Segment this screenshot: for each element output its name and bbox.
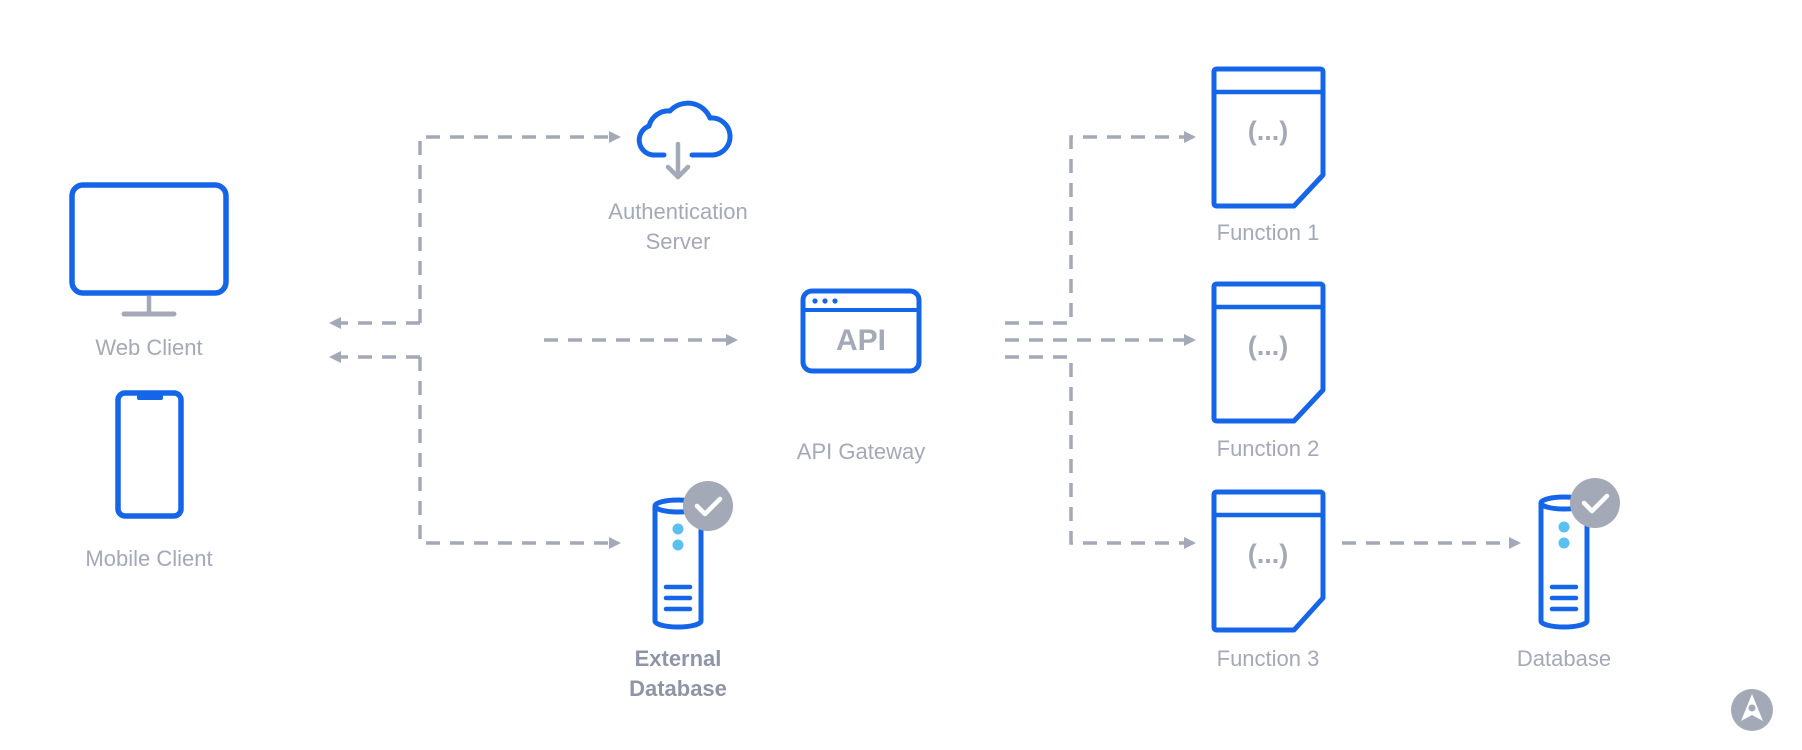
function-1-icon-text: (...) [1248, 116, 1289, 146]
web-client-label: Web Client [95, 335, 203, 360]
browser-window-icon: API [800, 288, 922, 374]
auth-server-label-line-2: Server [645, 229, 711, 254]
function-1-label: Function 1 [1216, 220, 1320, 245]
function-3-icon: (...) [1211, 489, 1326, 633]
mobile-client-label: Mobile Client [85, 546, 213, 571]
function-3-label: Function 3 [1216, 646, 1320, 671]
api-icon-text: API [836, 324, 886, 357]
connector-to-function-3 [1005, 355, 1196, 549]
auth-server-label-line-1: Authentication [608, 199, 748, 224]
api-gateway-label: API Gateway [796, 439, 926, 464]
function-2-icon: (...) [1211, 281, 1326, 424]
connector-to-external-database [418, 357, 621, 549]
check-badge-icon [1570, 478, 1620, 528]
function-3-icon-text: (...) [1248, 539, 1289, 569]
cloud-download-icon [636, 100, 733, 180]
external-database-label: External Database [578, 644, 778, 704]
check-badge-icon [683, 481, 733, 531]
external-database-label-line-1: External [634, 646, 722, 671]
function-2-icon-text: (...) [1248, 331, 1289, 361]
monitor-icon [69, 182, 229, 317]
external-database-label-line-2: Database [629, 676, 727, 701]
connector-to-auth-server [418, 131, 621, 323]
connectors [329, 131, 1521, 549]
brand-logo-icon [1731, 689, 1773, 731]
function-2-label: Function 2 [1216, 436, 1320, 461]
database-label: Database [1516, 646, 1612, 671]
smartphone-icon [115, 390, 184, 519]
function-1-icon: (...) [1211, 66, 1326, 209]
auth-server-label: Authentication Server [578, 197, 778, 257]
connector-to-function-1 [1005, 131, 1196, 325]
